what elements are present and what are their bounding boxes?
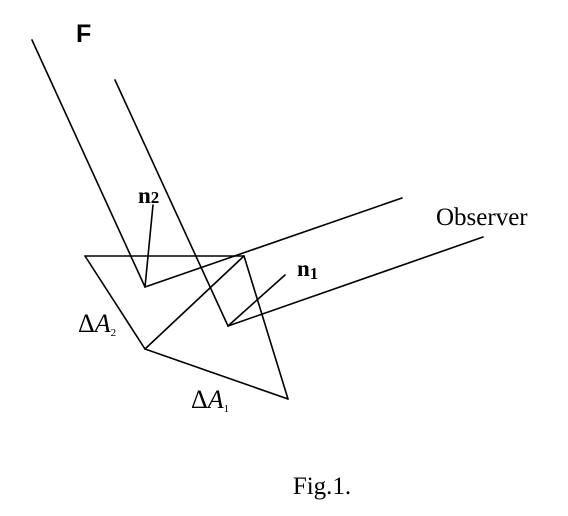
area-a2-delta: Δ	[78, 309, 95, 338]
force-label: F	[76, 20, 91, 48]
observer-label: Observer	[436, 204, 528, 231]
area-a1-delta: Δ	[191, 385, 208, 414]
normal-n2-label: n2	[138, 183, 159, 208]
reflected-ray-2	[227, 236, 484, 327]
normal-n1-subscript: 1	[310, 264, 319, 283]
area-a2-subscript: 2	[111, 327, 117, 339]
area-a1-subscript: 1	[224, 403, 230, 415]
incident-ray-2	[114, 79, 229, 327]
normal-n2	[144, 204, 154, 288]
figure-caption: Fig.1.	[293, 473, 351, 500]
area-a1-symbol: A	[206, 385, 224, 414]
facet-shared-edge	[144, 255, 245, 350]
area-a2-label: ΔA2	[78, 309, 116, 339]
normal-n2-subscript: 2	[151, 188, 160, 207]
facet-a1-right-edge	[243, 255, 289, 400]
normal-n1-label: n1	[297, 256, 318, 283]
normal-n2-symbol: n	[138, 183, 151, 208]
normal-n1	[227, 274, 286, 327]
area-a1-label: ΔA1	[191, 385, 229, 415]
reflected-ray-1	[144, 197, 403, 288]
normal-n1-symbol: n	[297, 256, 310, 281]
area-a2-symbol: A	[93, 309, 111, 338]
facet-a1-bottom-edge	[144, 348, 289, 400]
facet-a2-left-edge	[84, 255, 146, 350]
incident-ray-1	[31, 39, 146, 288]
